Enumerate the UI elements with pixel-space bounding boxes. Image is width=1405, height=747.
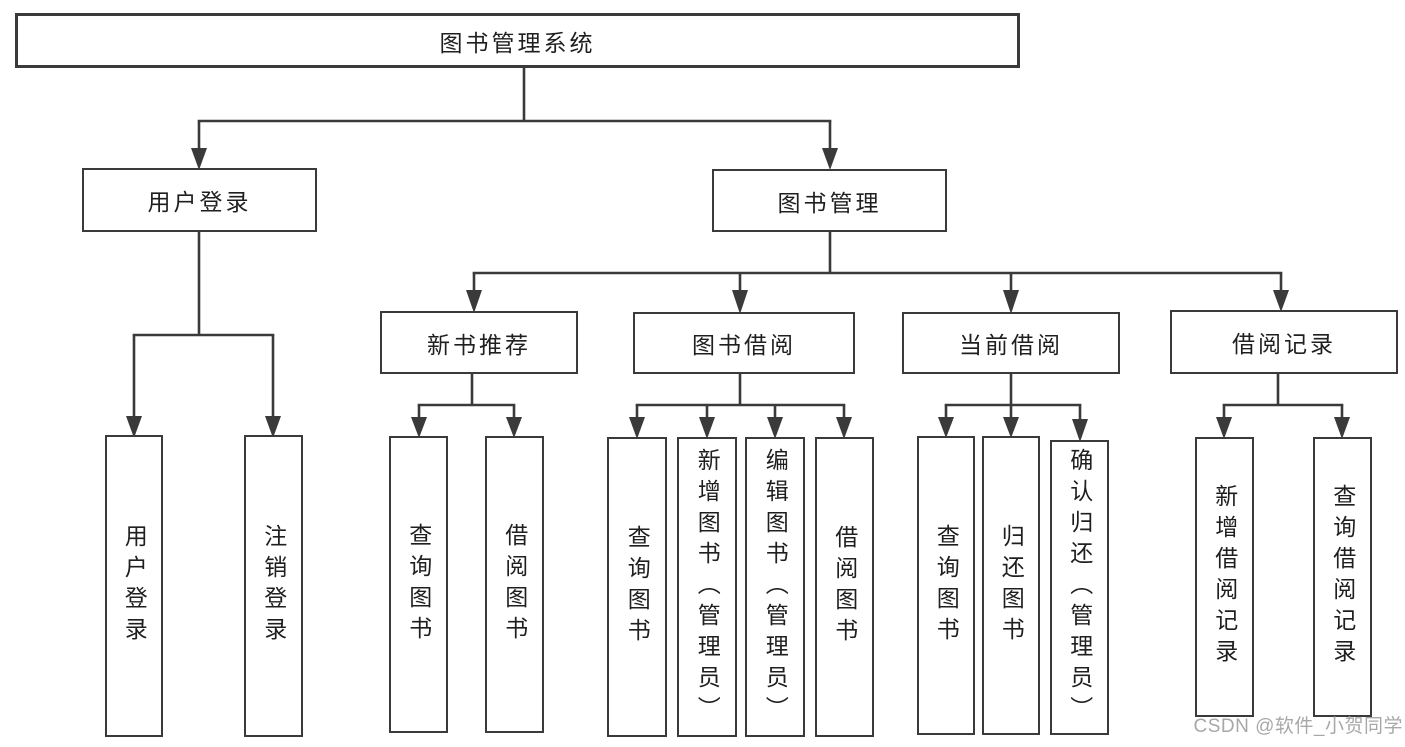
node-leaf-current-return-label: 归还图书 [998,523,1025,648]
node-leaf-current-query: 查询图书 [917,436,975,735]
arrowhead [265,416,281,438]
connector-new-book-to-leaves [411,374,522,438]
node-leaf-newbook-query: 查询图书 [389,436,448,733]
arrowhead [466,290,482,313]
node-leaf-newbook-borrow: 借阅图书 [485,436,544,733]
node-user-login: 用户登录 [82,168,317,232]
arrowhead [836,417,852,439]
arrowhead [1003,417,1019,438]
node-leaf-borrowing-borrow-label: 借阅图书 [831,525,858,649]
connector-root-to-level2 [191,68,838,170]
node-leaf-borrowing-add: 新增图书（管理员） [677,437,737,737]
arrowhead [1216,417,1232,439]
arrowhead [1273,290,1289,312]
arrowhead [191,148,207,170]
connector-user-login-to-leaves [126,232,281,438]
node-root: 图书管理系统 [15,13,1020,68]
node-leaf-logout: 注销登录 [244,435,303,737]
node-leaf-borrowing-query: 查询图书 [607,437,667,737]
node-leaf-current-confirm: 确认归还（管理员） [1050,440,1109,735]
node-book-borrowing: 图书借阅 [633,312,855,374]
node-leaf-borrowing-query-label: 查询图书 [624,525,651,649]
connector-borrowing-to-leaves [629,374,852,439]
node-new-book-recommend: 新书推荐 [380,311,578,374]
node-leaf-current-return: 归还图书 [982,436,1040,735]
arrowhead [506,417,522,438]
watermark: CSDN @软件_小贺同学 [1193,716,1403,737]
node-book-management: 图书管理 [712,169,947,232]
connector-records-to-leaves [1216,374,1350,439]
connector-current-to-leaves [938,374,1088,442]
node-leaf-current-query-label: 查询图书 [933,523,960,648]
arrowhead [1334,417,1350,439]
node-leaf-records-query: 查询借阅记录 [1313,437,1372,717]
node-current-borrowing-label: 当前借阅 [959,332,1063,358]
connector-book-mgmt-to-level3 [466,232,1289,314]
node-leaf-user-login: 用户登录 [105,435,163,737]
node-root-label: 图书管理系统 [439,29,596,56]
arrowhead [822,148,838,170]
node-leaf-borrowing-edit-label: 编辑图书（管理员） [762,447,789,727]
node-leaf-user-login-label: 用户登录 [121,524,148,648]
node-leaf-borrowing-borrow: 借阅图书 [815,437,874,737]
arrowhead [699,417,715,439]
arrowhead [1072,419,1088,442]
arrowhead [1003,290,1019,314]
node-leaf-records-add: 新增借阅记录 [1195,437,1254,717]
node-borrowing-records-label: 借阅记录 [1232,331,1336,357]
node-leaf-borrowing-edit: 编辑图书（管理员） [745,437,805,737]
node-leaf-current-confirm-label: 确认归还（管理员） [1066,448,1093,727]
node-user-login-label: 用户登录 [147,189,252,215]
node-leaf-logout-label: 注销登录 [260,524,287,648]
arrowhead [411,417,427,438]
node-leaf-records-add-label: 新增借阅记录 [1211,484,1238,670]
arrowhead [938,417,954,438]
arrowhead [126,416,142,438]
node-book-borrowing-label: 图书借阅 [692,332,796,358]
arrowhead [732,290,748,314]
node-leaf-records-query-label: 查询借阅记录 [1329,484,1356,670]
node-borrowing-records: 借阅记录 [1170,310,1398,374]
node-current-borrowing: 当前借阅 [902,312,1120,374]
arrowhead [767,417,783,439]
arrowhead [629,417,645,439]
node-leaf-newbook-borrow-label: 借阅图书 [501,522,528,647]
node-new-book-recommend-label: 新书推荐 [427,331,531,358]
node-leaf-borrowing-add-label: 新增图书（管理员） [694,447,721,727]
node-book-management-label: 图书管理 [777,189,882,216]
node-leaf-newbook-query-label: 查询图书 [405,522,432,647]
